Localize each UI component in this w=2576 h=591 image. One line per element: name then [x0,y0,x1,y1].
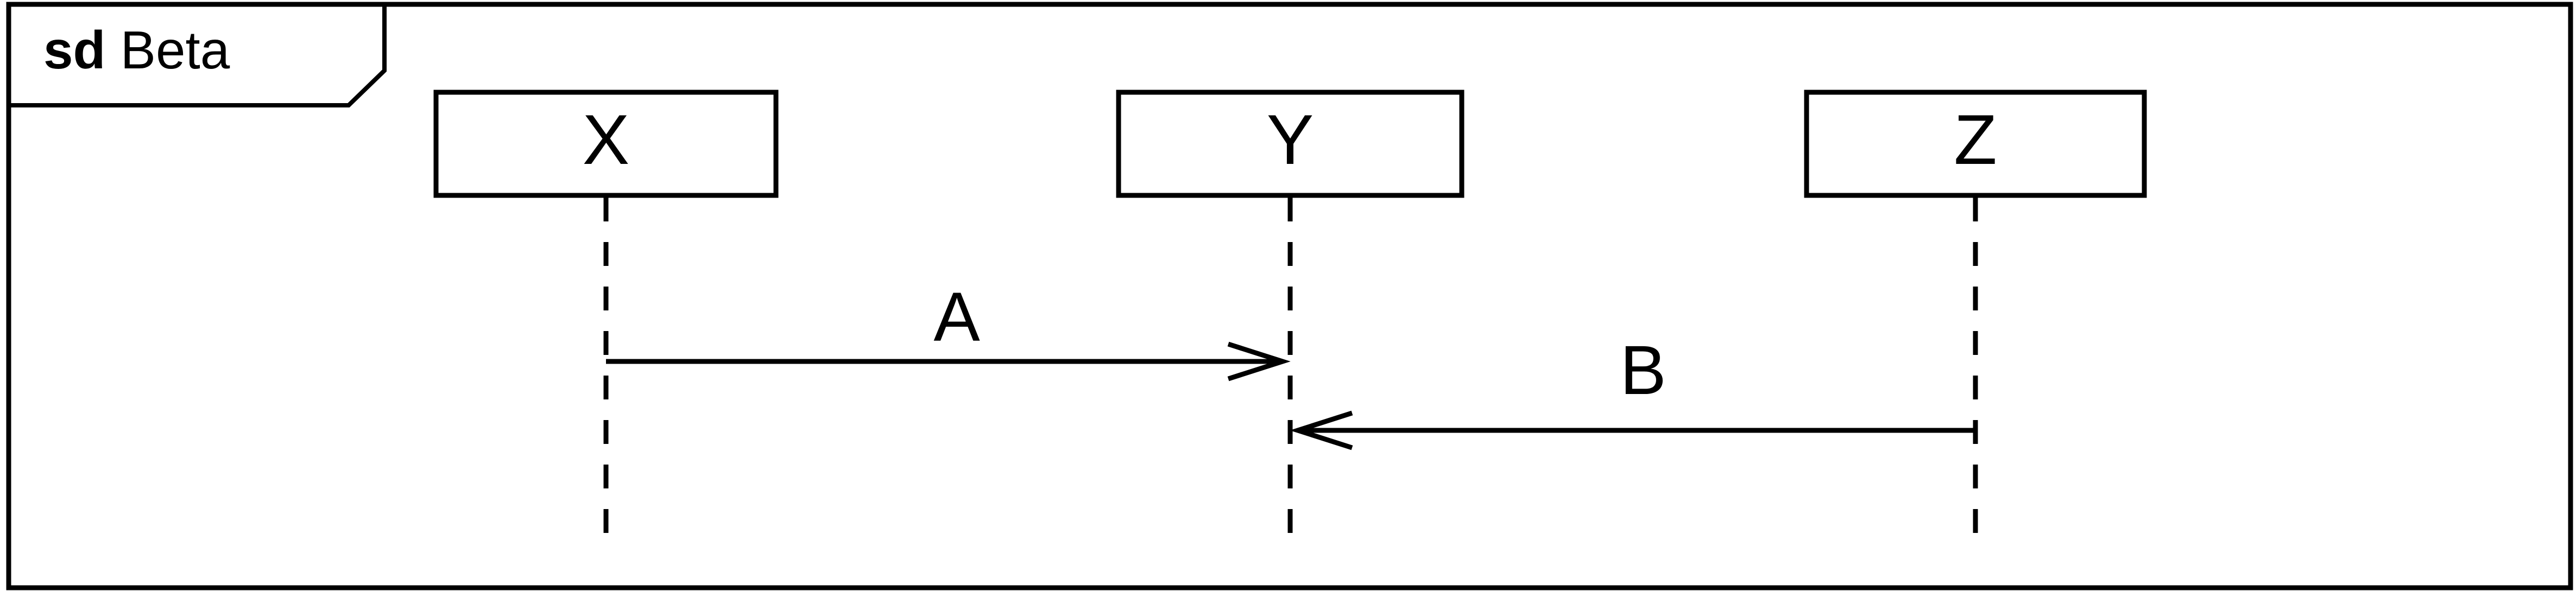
participant-x-label: X [583,100,630,179]
participant-x[interactable]: X [433,90,779,198]
participant-z-box [1804,90,2147,198]
message-b-label: B [1620,332,1666,409]
message-b-arrowhead [1290,410,1353,450]
participant-y-box [1116,90,1464,198]
diagram-frame [6,2,2573,590]
participant-z-label: Z [1954,100,1997,179]
frame-name-tab [7,4,387,107]
participant-y-label: Y [1267,100,1314,179]
frame-title: sd Beta [43,20,230,80]
frame-name: Beta [121,20,230,80]
participant-x-box [433,90,779,198]
frame-keyword: sd [43,20,105,80]
participant-z[interactable]: Z [1804,90,2147,198]
message-b[interactable]: B [1290,332,1975,450]
participant-y[interactable]: Y [1116,90,1464,198]
message-a-label: A [933,278,980,356]
message-a-arrowhead [1227,341,1291,382]
message-a[interactable]: A [606,278,1291,382]
